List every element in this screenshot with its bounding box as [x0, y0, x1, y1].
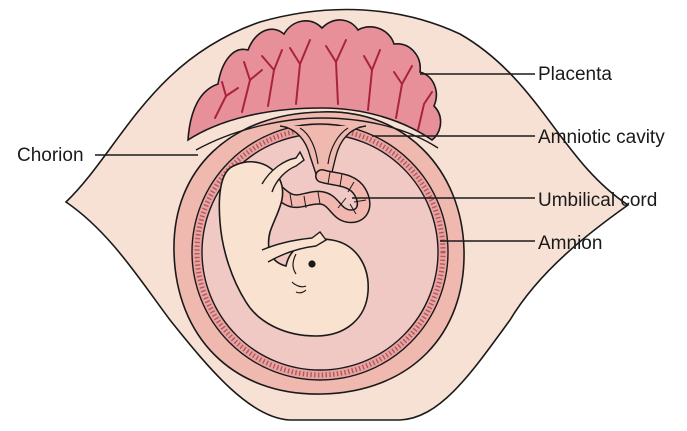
label-umbilical-cord: Umbilical cord — [538, 191, 657, 210]
label-chorion: Chorion — [17, 146, 84, 165]
label-placenta: Placenta — [538, 65, 612, 84]
label-amnion: Amnion — [538, 234, 602, 253]
label-amniotic-cavity: Amniotic cavity — [538, 128, 665, 147]
